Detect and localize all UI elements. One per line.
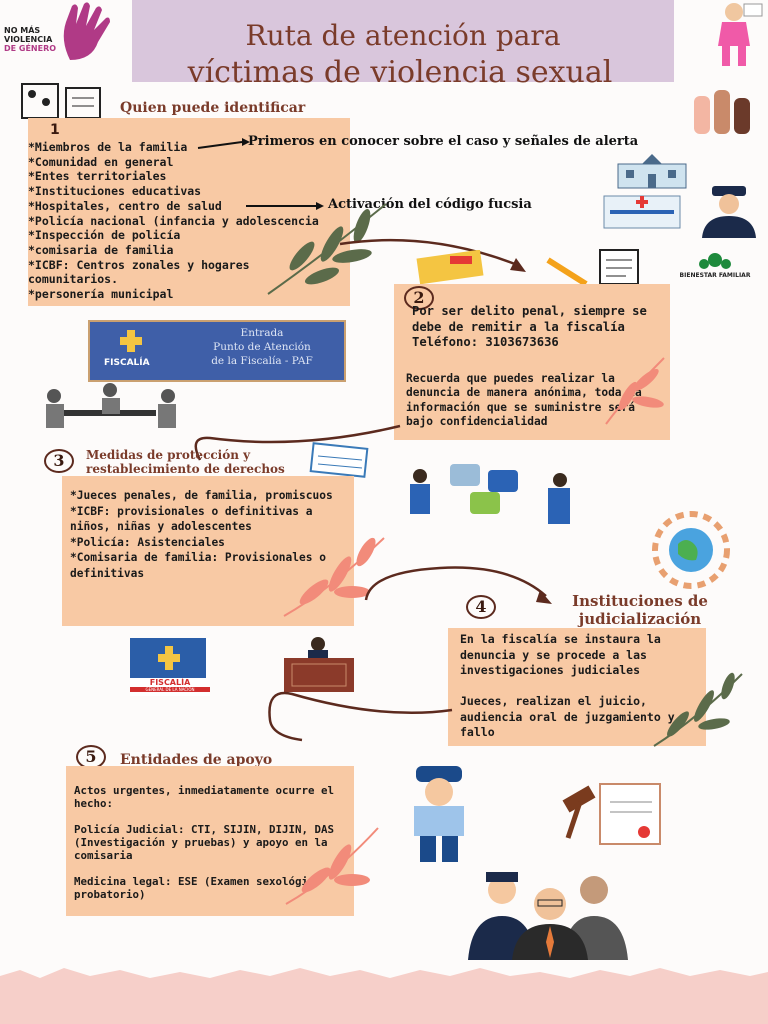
sign-line3: de la Fiscalía - PAF [211,355,313,367]
page-title: Ruta de atención para [132,22,674,50]
section3-header: Medidas de protección y restablecimiento… [86,448,285,476]
document-icon [599,249,639,285]
arrow-right-icon [246,202,324,210]
fiscalia-logo-name: FISCALÍA [149,678,191,687]
sign-brand: FISCALÍA [104,358,150,368]
raised-hands-icon [694,90,750,134]
school-building-icon [617,154,687,189]
flow-arrow-1-2 [339,238,526,272]
folder-icon [416,250,484,284]
fiscalia-sign: FISCALÍA Entrada Punto de Atención de la… [88,320,346,382]
puzzle-teamwork-icon [410,464,570,524]
section3-number: 3 [44,449,74,473]
title-line2-wrap: víctimas de violencia sexual [60,58,740,88]
sign-line1: Entrada [240,327,284,339]
section4-card: En la fiscalía se instaura la denuncia y… [448,628,706,746]
flow-arrow-3-4 [364,566,552,604]
title-banner [132,0,674,82]
professionals-group-icon [468,872,628,960]
calendar-icon [309,442,369,478]
pink-leaf-branch-icon [283,537,385,617]
section5-text: Actos urgentes, inmediatamente ocurre el… [74,784,335,901]
hand-icon [63,2,110,60]
section1-note2: Activación del código fucsia [328,197,532,212]
section4-header: Instituciones de judicialización [572,592,708,628]
icbf-logo: BIENESTAR FAMILIAR [672,250,758,286]
no-mas-violencia-badge: NO MÁS VIOLENCIA DE GÉNERO [0,0,130,62]
bottom-torn-paper [0,968,768,1024]
section1-card: 1 *Miembros de la familia *Comunidad en … [28,118,350,306]
icbf-label: BIENESTAR FAMILIAR [679,272,751,279]
meeting-people-icon [46,383,176,428]
section2-text1: Por ser delito penal, siempre se debe de… [412,304,647,349]
section4-number: 4 [466,595,496,619]
badge-line2: VIOLENCIA [4,35,53,44]
leaf-branch-icon [267,203,387,295]
hospital-icon [603,195,681,229]
badge-line3: DE GÉNERO [4,44,57,53]
judge-podium-icon [284,637,354,692]
pink-flower-icon [605,357,665,425]
section2-number: 2 [404,286,434,310]
fiscalia-emblem-icon [120,330,142,352]
police-officer-icon [702,186,756,238]
arrow-right-icon [197,138,250,149]
section4-text: En la fiscalía se instaura la denuncia y… [460,632,675,739]
pink-flower-icon [285,827,379,905]
section1-items: *Miembros de la familia *Comunidad en ge… [28,140,319,302]
section3-text: *Jueces penales, de familia, promiscuos … [70,489,333,580]
fiscalia-emblem-icon [158,646,180,670]
flow-arrow-4-5 [268,691,453,742]
fiscalia-logo: FISCALÍA GENERAL DE LA NACIÓN [130,638,210,696]
fiscalia-logo-sub: GENERAL DE LA NACIÓN [130,687,210,692]
section1-note1: Primeros en conocer sobre el caso y seña… [248,134,639,149]
section2-card: 2 Por ser delito penal, siempre se debe … [394,284,670,440]
leaf-branch-icon [653,672,743,747]
title-line1: Ruta de atención para [245,19,561,52]
world-hands-icon [652,511,730,589]
gavel-document-icon [562,783,661,845]
section2-text2: Recuerda que puedes realizar la denuncia… [406,372,642,428]
flow-arrow-2-3 [194,424,401,461]
police-cartoon-icon [414,766,464,862]
sign-line2: Punto de Atención [213,341,311,353]
badge-line1: NO MÁS [4,26,41,35]
section1-header: Quien puede identificar [120,100,306,116]
section3-card: *Jueces penales, de familia, promiscuos … [62,476,354,626]
woman-illustration-icon [718,3,763,66]
section1-number: 1 [50,122,60,138]
icbf-family-icon [699,253,731,269]
title-line2: víctimas de violencia sexual [187,55,613,90]
family-documents-icon [21,83,101,119]
